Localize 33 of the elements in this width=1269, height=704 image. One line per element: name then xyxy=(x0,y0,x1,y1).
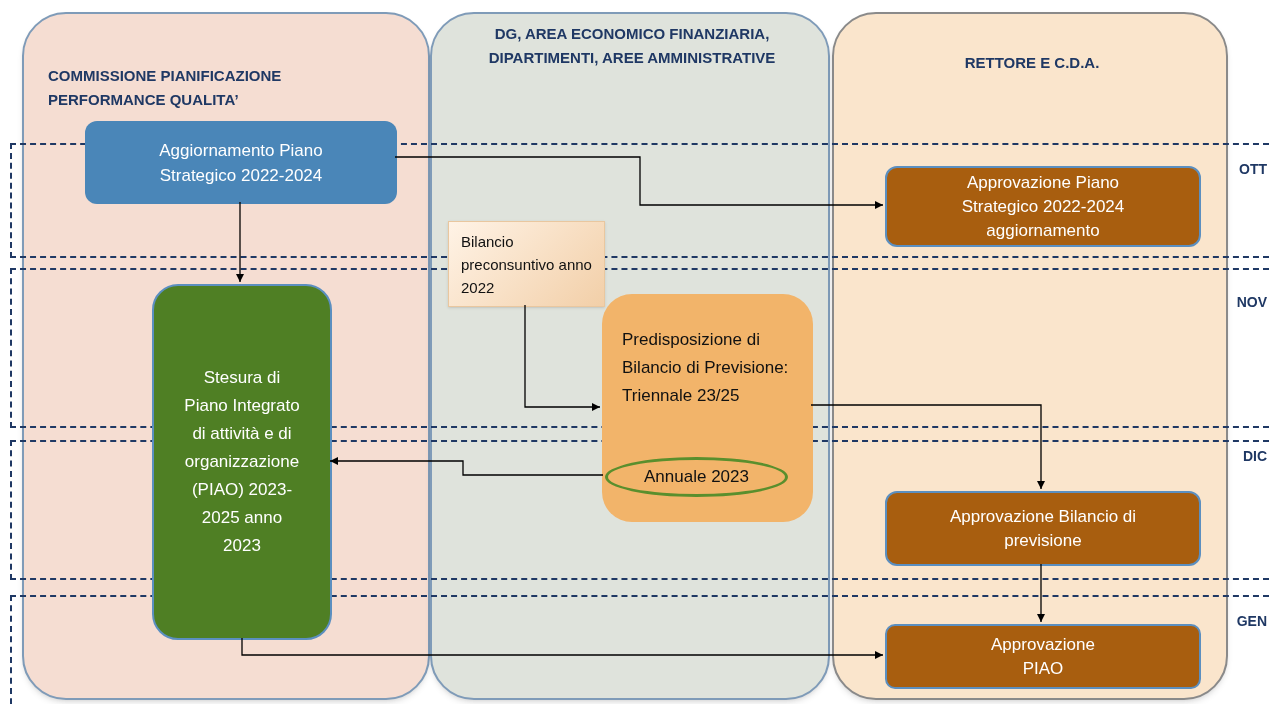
swimlane xyxy=(832,12,1228,700)
arrow xyxy=(1037,563,1045,623)
month-label: GEN xyxy=(1236,612,1267,631)
arrow xyxy=(241,637,884,659)
node-label: Bilancio preconsuntivo anno 2022 xyxy=(461,232,592,298)
node-label: Stesura di Piano Integrato di attività e di organizzazione (PIAO) 2023-2025 anno 2023 xyxy=(183,367,301,557)
node-label: COMMISSIONE PIANIFICAZIONE PERFORMANCE QUALITA’ xyxy=(48,66,283,110)
process-box xyxy=(85,121,397,204)
month-label: DIC xyxy=(1242,447,1267,466)
arrow xyxy=(394,156,884,209)
month-label: NOV xyxy=(1236,293,1267,312)
process-box xyxy=(152,284,332,640)
arrow xyxy=(236,201,244,283)
swimlane xyxy=(22,12,430,700)
node-label: Predisposizione di Bilancio di Previsione: Triennale 23/25 xyxy=(622,329,790,407)
node-label: Aggiornamento Piano Strategico 2022-2024 xyxy=(158,139,324,187)
input-box xyxy=(448,221,605,307)
node-label: Approvazione Bilancio di previsione xyxy=(948,505,1138,552)
arrow xyxy=(329,457,604,476)
node-label: Annuale 2023 xyxy=(644,466,749,489)
node-label: RETTORE E C.D.A. xyxy=(963,53,1101,73)
node-label: Approvazione PIAO xyxy=(990,633,1096,680)
process-box xyxy=(885,491,1201,566)
process-box xyxy=(885,166,1201,247)
node-label: DG, AREA ECONOMICO FINANZIARIA, DIPARTIMENTI, AREE AMMINISTRATIVE xyxy=(487,24,777,68)
arrow xyxy=(810,404,1045,490)
node-label: Approvazione Piano Strategico 2022-2024 aggiornamento xyxy=(960,171,1126,242)
process-box xyxy=(885,624,1201,689)
month-label: OTT xyxy=(1239,160,1267,179)
highlight-ellipse xyxy=(605,457,788,497)
swimlane xyxy=(430,12,830,700)
process-box xyxy=(602,294,813,522)
arrow xyxy=(524,304,601,411)
